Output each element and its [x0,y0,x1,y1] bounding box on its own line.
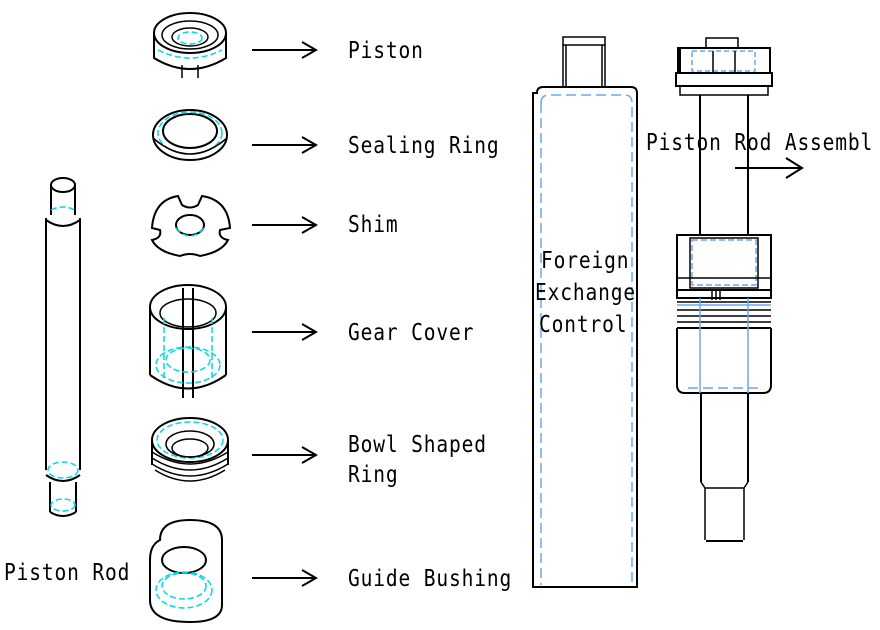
label-guide-bushing: Guide Bushing [348,566,513,592]
guide-bushing-drawing [149,518,223,624]
label-piston-rod: Piston Rod [4,560,131,586]
label-cylinder-2: Exchange [535,280,636,306]
label-bowl-shaped-ring-2: Ring [348,462,399,488]
gear-cover-drawing [149,284,227,398]
piston-drawing [153,12,227,78]
label-shim: Shim [348,212,399,238]
piston-rod-drawing [45,177,81,517]
label-bowl-shaped-ring-1: Bowl Shaped [348,432,487,458]
label-cylinder-1: Foreign [541,248,630,274]
assembly-drawing [675,37,773,542]
shim-drawing [150,194,232,258]
sealing-ring-drawing [152,109,228,161]
bowl-shaped-ring-drawing [151,417,229,482]
label-piston: Piston [348,38,424,64]
label-gear-cover: Gear Cover [348,320,475,346]
cylinder-drawing [532,36,638,588]
label-cylinder-3: Control [539,312,628,338]
label-assembly: Piston Rod Assembl [646,130,874,156]
label-sealing-ring: Sealing Ring [348,133,500,159]
